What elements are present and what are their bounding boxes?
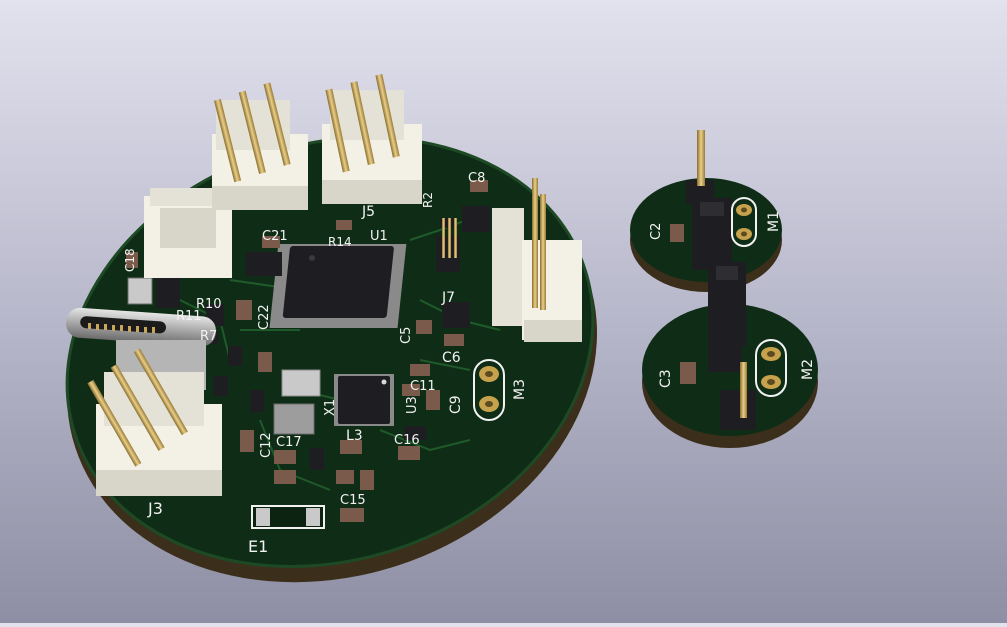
label-r10: R10 xyxy=(196,297,222,312)
motor-board-2: M2 C3 xyxy=(642,262,818,448)
ic-small-3 xyxy=(462,206,490,232)
label-c8: C8 xyxy=(468,171,485,186)
u3-ic xyxy=(334,374,394,426)
label-m1: M1 xyxy=(766,211,782,232)
m3-pads xyxy=(473,359,505,421)
ic-small-4 xyxy=(156,278,180,308)
label-e1: E1 xyxy=(248,537,268,556)
label-r11: R11 xyxy=(176,309,202,324)
label-c2: C2 xyxy=(649,223,664,240)
label-l3: L3 xyxy=(346,428,363,444)
connector-j3 xyxy=(87,348,222,496)
label-c18: C18 xyxy=(123,248,137,272)
connector-top-left xyxy=(212,82,308,210)
ic-small-2 xyxy=(442,302,470,328)
label-c9: C9 xyxy=(448,395,464,414)
label-c16: C16 xyxy=(394,433,420,448)
label-m3: M3 xyxy=(512,379,528,400)
l3-inductor xyxy=(273,403,315,435)
e1-antenna xyxy=(251,505,325,529)
label-c6: C6 xyxy=(442,350,461,366)
label-r7: R7 xyxy=(200,329,217,344)
connector-right xyxy=(492,178,582,342)
label-x1: X1 xyxy=(323,399,338,416)
label-r14: R14 xyxy=(328,235,352,249)
ic-small-1 xyxy=(246,252,282,276)
main-board: J5 J3 J7 U1 R14 C21 C22 C8 R2 C5 C6 C11 … xyxy=(65,73,598,583)
j7-header xyxy=(436,218,460,272)
m2-pads xyxy=(755,339,787,397)
label-c11: C11 xyxy=(410,379,436,394)
main-board-silkscreen: J5 J3 J7 U1 R14 C21 C22 C8 R2 C5 C6 C11 … xyxy=(123,171,528,556)
label-c5: C5 xyxy=(399,327,414,344)
smd-passives xyxy=(126,180,488,522)
motor-board-1: M1 C2 xyxy=(630,130,782,292)
label-c3: C3 xyxy=(658,369,674,388)
label-j3: J3 xyxy=(147,499,163,518)
label-c12: C12 xyxy=(259,432,274,458)
u1-mcu xyxy=(269,244,407,328)
x1-crystal xyxy=(281,369,321,397)
label-u1: U1 xyxy=(370,229,388,244)
label-m2: M2 xyxy=(800,359,816,380)
label-c21: C21 xyxy=(262,229,288,244)
label-c15: C15 xyxy=(340,493,366,508)
connector-j5 xyxy=(322,73,422,204)
label-c17: C17 xyxy=(276,435,302,450)
label-u3: U3 xyxy=(405,396,420,414)
label-r2: R2 xyxy=(421,192,435,208)
m1-pads xyxy=(731,197,757,247)
label-c22: C22 xyxy=(257,304,272,330)
label-j5: J5 xyxy=(361,204,375,220)
label-j7: J7 xyxy=(441,290,455,306)
